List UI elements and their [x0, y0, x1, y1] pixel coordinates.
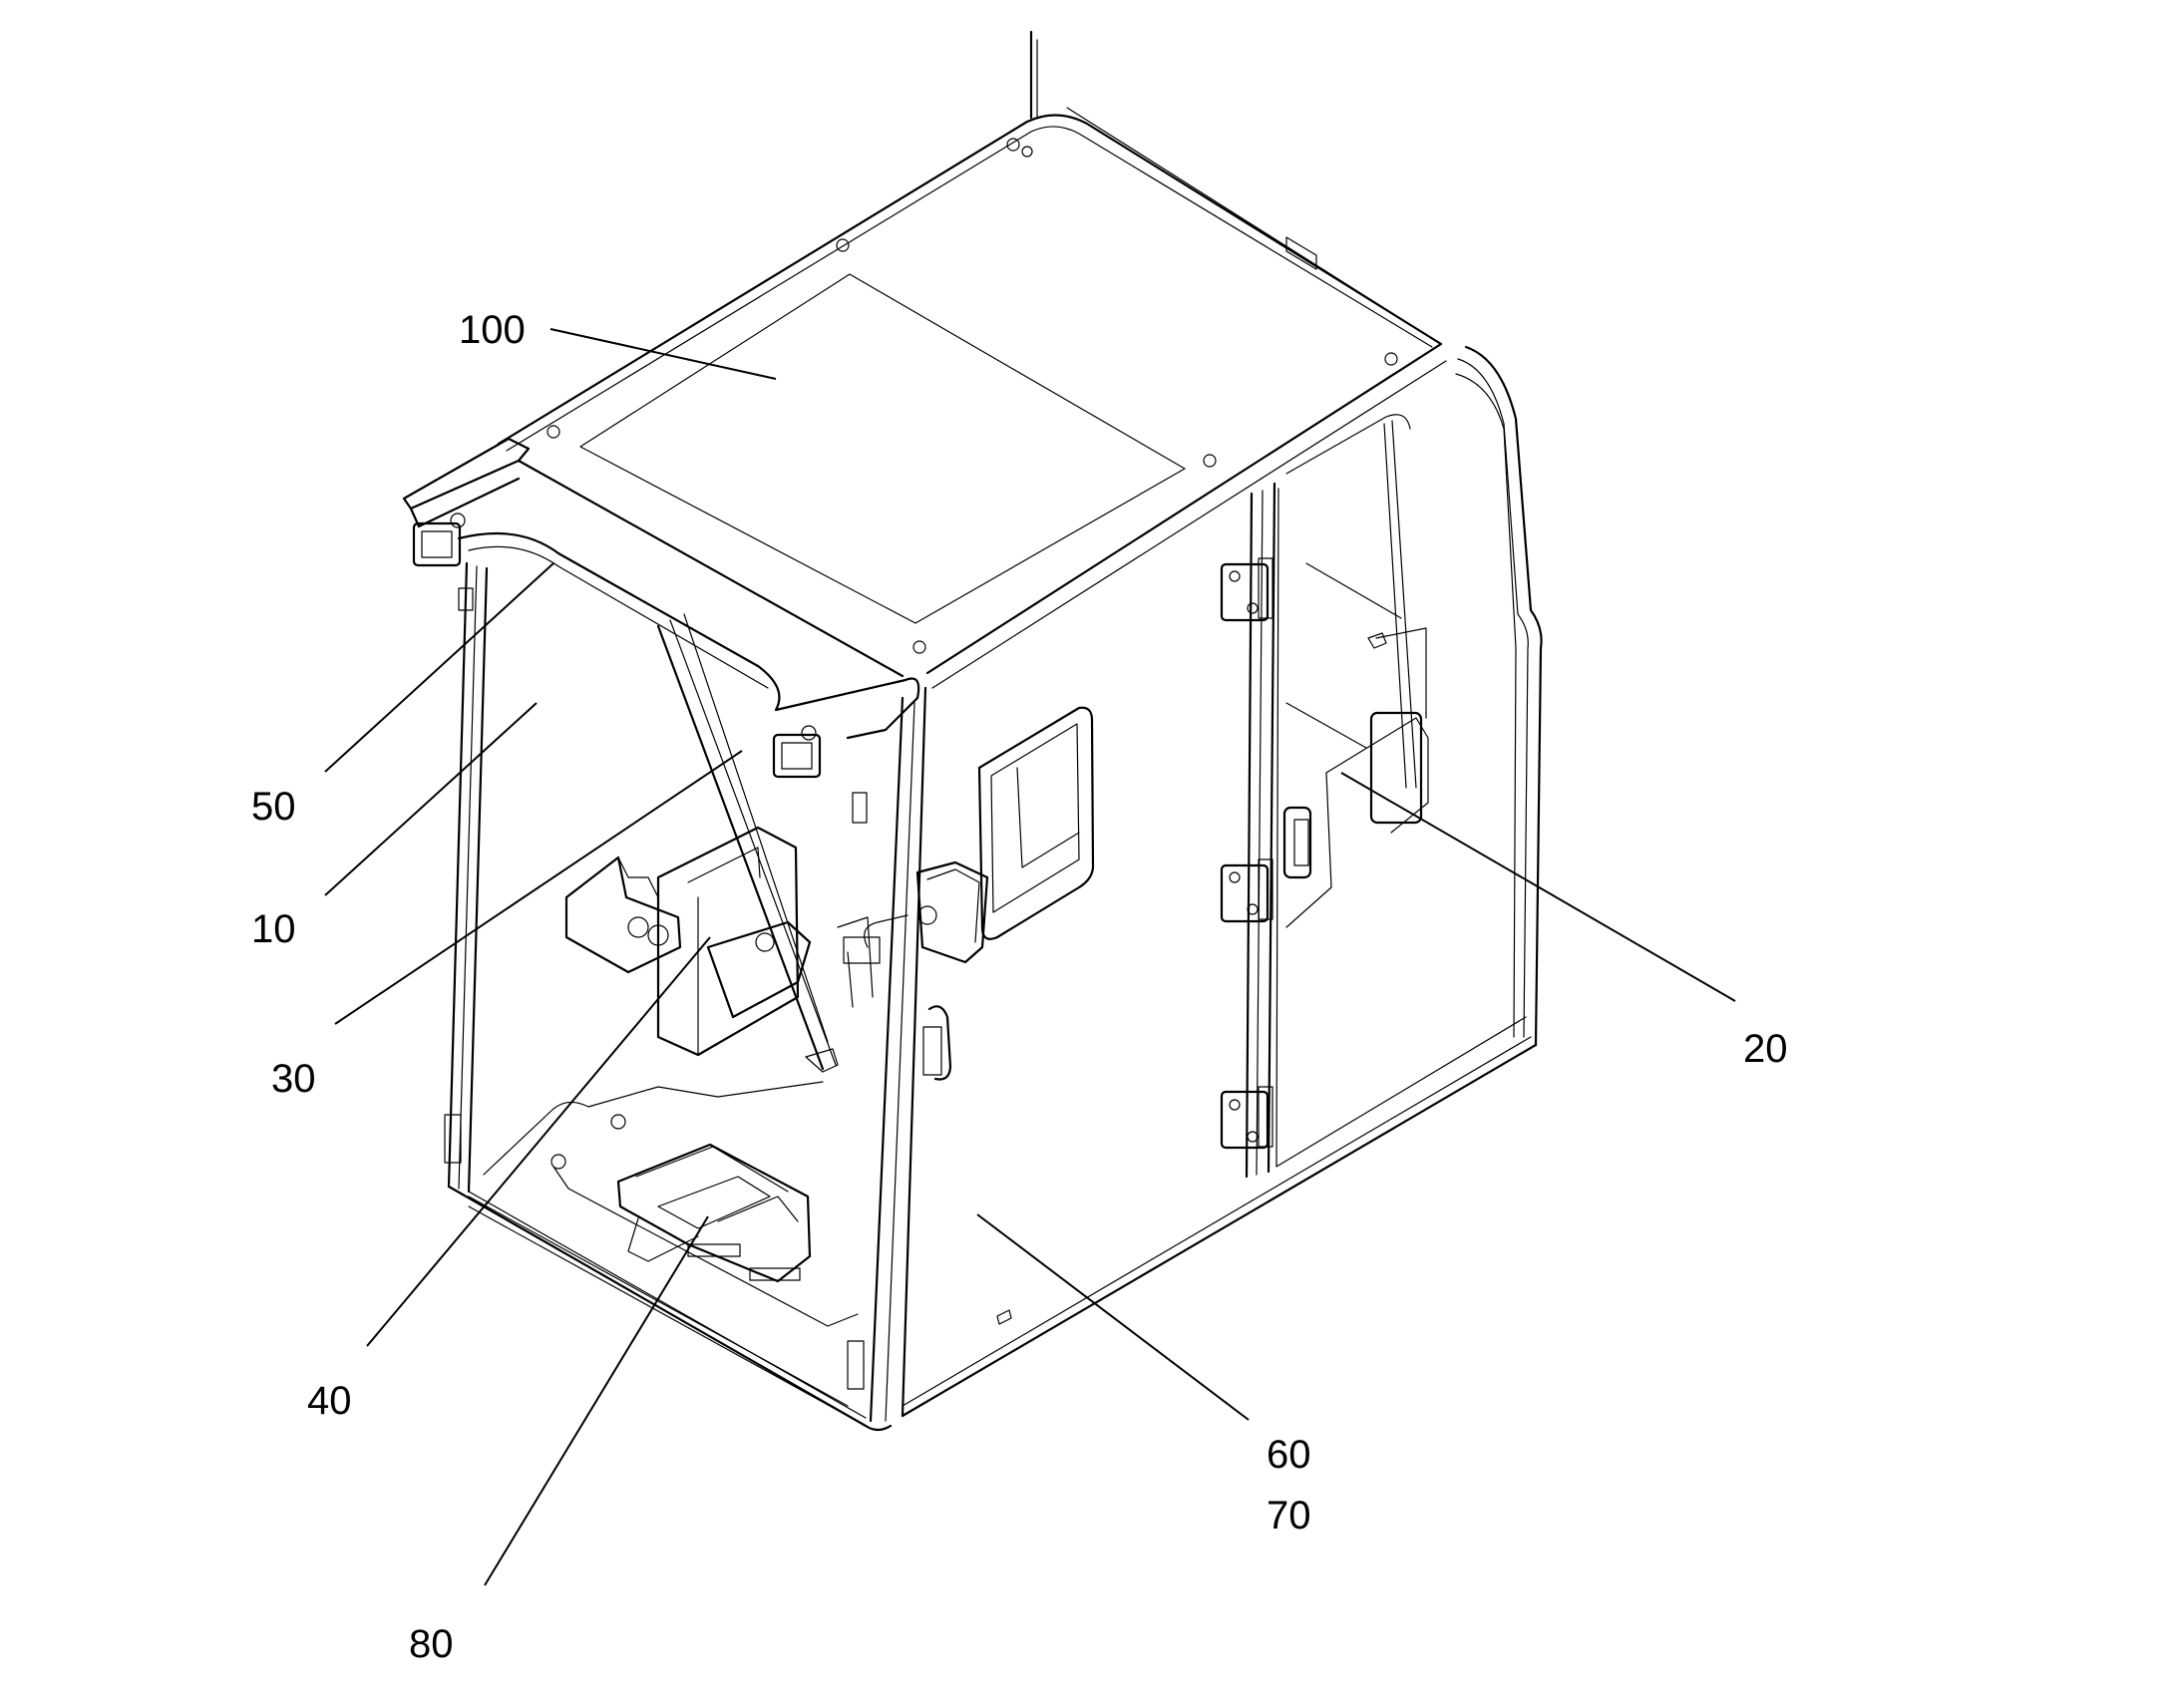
leader-100: [549, 328, 777, 380]
work-light-left: [412, 512, 466, 567]
cab-body: [402, 30, 1543, 1432]
rear-grab-handle: [1282, 806, 1312, 879]
label-20: 20: [1743, 1027, 1788, 1071]
front-bottom-frame: [447, 1185, 893, 1432]
rear-interior: [1285, 420, 1429, 928]
label-60: 60: [1267, 1433, 1311, 1477]
pedals: [616, 1143, 812, 1283]
work-light-right: [772, 725, 822, 779]
front-visor: [457, 531, 920, 740]
wiper-arm: [656, 624, 825, 1071]
label-30: 30: [271, 1057, 316, 1101]
leader-lines: [324, 328, 1736, 1586]
leader-80: [484, 1215, 709, 1586]
door-hinge-3: [1220, 1086, 1273, 1150]
reference-labels: 100 50 10 30 40 80 60 70 20: [251, 308, 1788, 1666]
door-hinge-1: [1220, 557, 1273, 622]
leader-30: [334, 750, 743, 1025]
label-80: 80: [409, 1622, 454, 1666]
leader-10: [324, 702, 538, 896]
cab-floor: [483, 1081, 824, 1176]
leader-40: [366, 936, 711, 1347]
label-70: 70: [1267, 1494, 1311, 1537]
label-50: 50: [251, 785, 296, 829]
rear-view-mirror: [706, 920, 812, 1019]
leader-20: [1340, 772, 1736, 1002]
operator-controls: [483, 613, 989, 1327]
side-mirror: [864, 860, 989, 964]
label-100: 100: [459, 308, 526, 352]
label-10: 10: [251, 907, 296, 951]
label-40: 40: [307, 1379, 352, 1423]
leader-60: [976, 1213, 1250, 1421]
door-hinge-2: [1220, 858, 1273, 923]
roof-skylight: [579, 273, 1186, 624]
roof: [402, 107, 1447, 740]
door-window: [977, 706, 1095, 940]
front-right-pillar: [847, 686, 927, 1423]
door-handle: [922, 1005, 952, 1081]
side-wall: [901, 345, 1543, 1418]
leader-50: [324, 562, 554, 773]
antenna: [1029, 30, 1038, 120]
front-left-pillar: [444, 561, 489, 1194]
